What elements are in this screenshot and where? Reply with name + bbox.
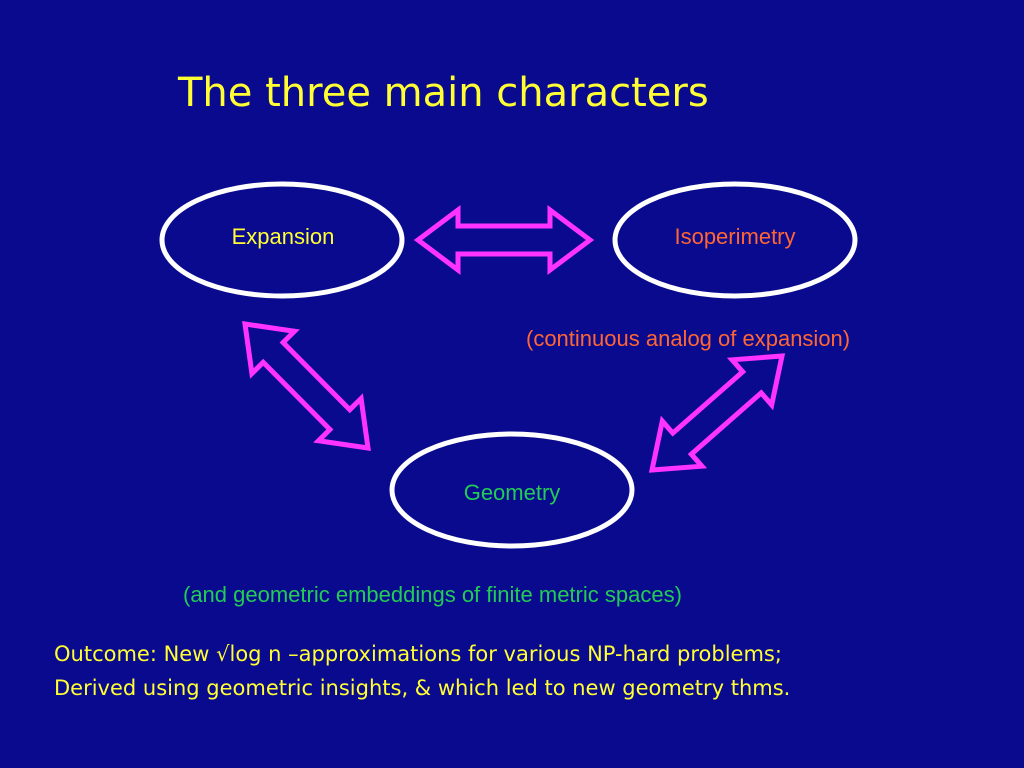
node-geometry-label: Geometry [463,480,561,505]
arrow-expansion-isoperimetry [413,205,595,275]
node-geometry-ellipse [389,431,635,549]
sqrt-symbol: √ [216,642,230,666]
node-isoperimetry-ellipse [612,181,858,299]
isoperimetry-note: (continuous analog of expansion) [526,326,851,351]
arrow-isoperimetry-geometry [648,353,786,473]
arrow-expansion-geometry [242,321,371,451]
outcome-line-1: Outcome: New √log n –approximations for … [54,642,782,666]
node-expansion-label: Expansion [231,224,335,249]
outcome-suffix: log n –approximations for various NP-har… [229,642,782,666]
outcome-prefix: Outcome: New [54,642,210,666]
geometry-note: (and geometric embeddings of finite metr… [183,582,682,607]
slide-title: The three main characters [178,70,709,116]
node-isoperimetry-label: Isoperimetry [674,224,796,249]
outcome-line-2: Derived using geometric insights, & whic… [54,676,791,700]
node-expansion-ellipse [159,181,405,299]
